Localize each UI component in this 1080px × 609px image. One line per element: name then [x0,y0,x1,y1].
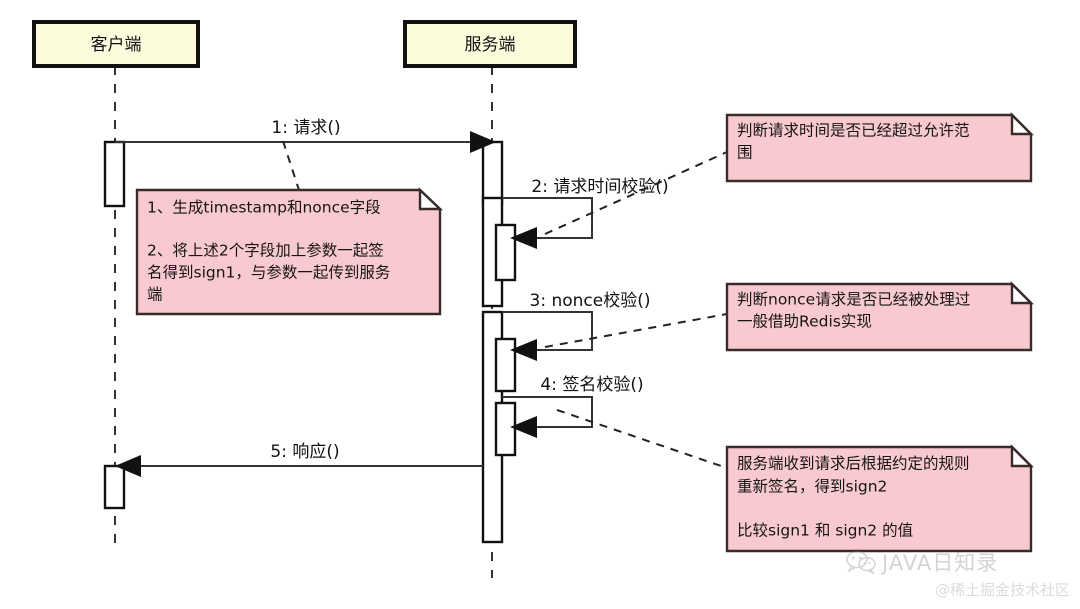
message-5-arrowhead [115,455,141,477]
lifeline-client-label: 客户端 [91,35,142,55]
note-client-sign-line-1: 1、生成timestamp和nonce字段 [147,199,381,217]
message-4[interactable]: 4: 签名校验() [502,375,644,438]
message-1[interactable]: 1: 请求() [115,118,496,153]
note-sign-check-line-4: 比较sign1 和 sign2 的值 [737,522,913,540]
note-connector-time-check [544,151,728,235]
note-time-check-line-1: 判断请求时间是否已经超过允许范 [737,122,970,140]
lifeline-head-client[interactable]: 客户端 [32,20,200,68]
activation-server-2-nested [494,223,517,282]
activation-server-3-nested [494,337,517,393]
note-sign-check-line-2: 重新签名，得到sign2 [737,478,887,496]
note-connector-client-sign [282,140,300,191]
message-4-arrowhead [510,416,537,438]
note-connector-sign-check [556,409,728,469]
message-5[interactable]: 5: 响应() [115,442,483,477]
message-2-arrowhead [510,227,537,249]
activation-server-4-nested [494,401,517,457]
lifeline-head-server[interactable]: 服务端 [403,20,577,68]
activation-client-1 [103,140,126,208]
message-3-arrowhead [510,339,537,361]
note-client-sign-line-5: 端 [147,286,163,304]
message-4-label: 4: 签名校验() [540,375,643,395]
note-nonce-check-line-2: 一般借助Redis实现 [737,313,872,331]
message-3-label: 3: nonce校验() [530,291,651,311]
message-1-arrowhead [470,131,496,153]
message-1-label: 1: 请求() [271,118,340,138]
message-2-label: 2: 请求时间校验() [531,177,668,197]
activation-server-1 [481,140,504,206]
note-sign-check-line-1: 服务端收到请求后根据约定的规则 [737,455,970,473]
note-time-check[interactable]: 判断请求时间是否已经超过允许范 围 [725,112,1034,183]
note-client-sign-line-3: 2、将上述2个字段加上参数一起签 [147,242,384,260]
note-client-sign-line-4: 名得到sign1，与参数一起传到服务 [147,264,390,282]
message-3[interactable]: 3: nonce校验() [502,291,650,361]
note-nonce-check-line-1: 判断nonce请求是否已经被处理过 [737,291,970,309]
note-connector-nonce-check [544,313,728,348]
activation-client-2 [103,464,126,510]
note-client-sign[interactable]: 1、生成timestamp和nonce字段 2、将上述2个字段加上参数一起签 名… [135,187,444,316]
note-sign-check[interactable]: 服务端收到请求后根据约定的规则 重新签名，得到sign2 比较sign1 和 s… [725,444,1034,553]
lifeline-server-label: 服务端 [465,35,516,55]
message-5-label: 5: 响应() [270,442,339,462]
message-2[interactable]: 2: 请求时间校验() [502,177,669,249]
note-time-check-line-2: 围 [737,144,753,162]
note-nonce-check[interactable]: 判断nonce请求是否已经被处理过 一般借助Redis实现 [725,281,1034,352]
